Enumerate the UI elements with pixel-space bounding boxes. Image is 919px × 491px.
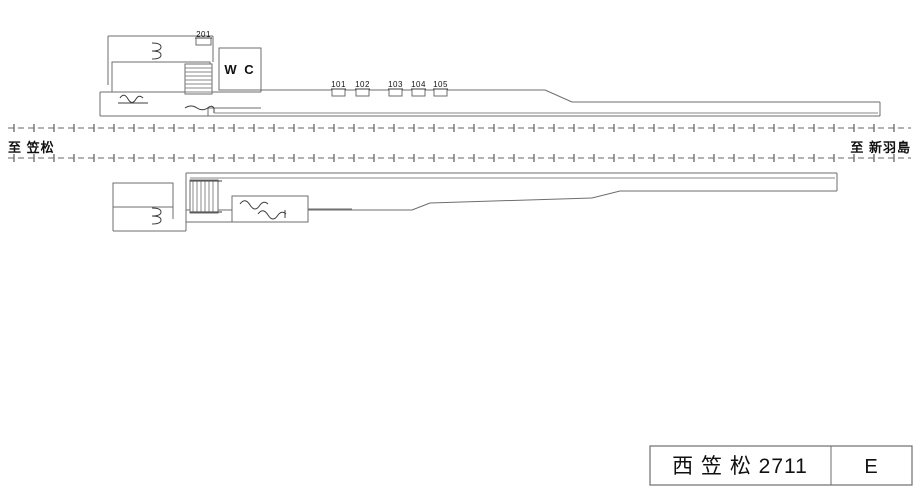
platform-marker-101-label: 101	[331, 80, 346, 89]
platform-marker-101: 101	[331, 80, 346, 97]
title-block: 西 笠 松 2711 E	[649, 445, 913, 486]
platform-marker-102: 102	[355, 80, 370, 97]
track-downline	[8, 154, 911, 162]
platform-marker-105-label: 105	[433, 80, 448, 89]
platform-marker-103: 103	[388, 80, 403, 97]
lower-room-group	[112, 182, 187, 232]
break-squiggle-upper	[118, 94, 215, 113]
wc-label: W C	[224, 62, 255, 77]
platform-marker-103-label: 103	[388, 80, 403, 89]
sheet-code-label: E	[864, 456, 877, 478]
fixture-glyph-lower	[151, 207, 162, 225]
upper-building-outline	[107, 35, 214, 85]
upper-stairway	[184, 63, 213, 95]
wc-room-rect	[218, 47, 262, 91]
track-upline	[8, 124, 911, 132]
stair-marker-201	[195, 37, 212, 46]
platform-marker-105: 105	[433, 80, 448, 97]
platform-marker-104-label: 104	[411, 80, 426, 89]
upper-concourse-outline	[99, 90, 262, 117]
platform-marker-104: 104	[411, 80, 426, 97]
lower-platform-group	[112, 172, 838, 232]
lower-stairway	[189, 179, 222, 214]
stair-marker-201-label: 201	[196, 30, 211, 39]
platform-marker-102-label: 102	[355, 80, 370, 89]
fixture-glyph-upper	[151, 42, 162, 60]
title-block-frame	[649, 445, 913, 486]
lower-ramp-box	[231, 195, 352, 223]
upper-platform-group: 201 W C	[99, 30, 881, 117]
destination-label-left: 至 笠松	[8, 140, 55, 155]
destination-label-right: 至 新羽島	[850, 140, 911, 155]
upper-platform-slab	[208, 89, 881, 117]
station-name-label: 西 笠 松 2711	[672, 455, 808, 478]
